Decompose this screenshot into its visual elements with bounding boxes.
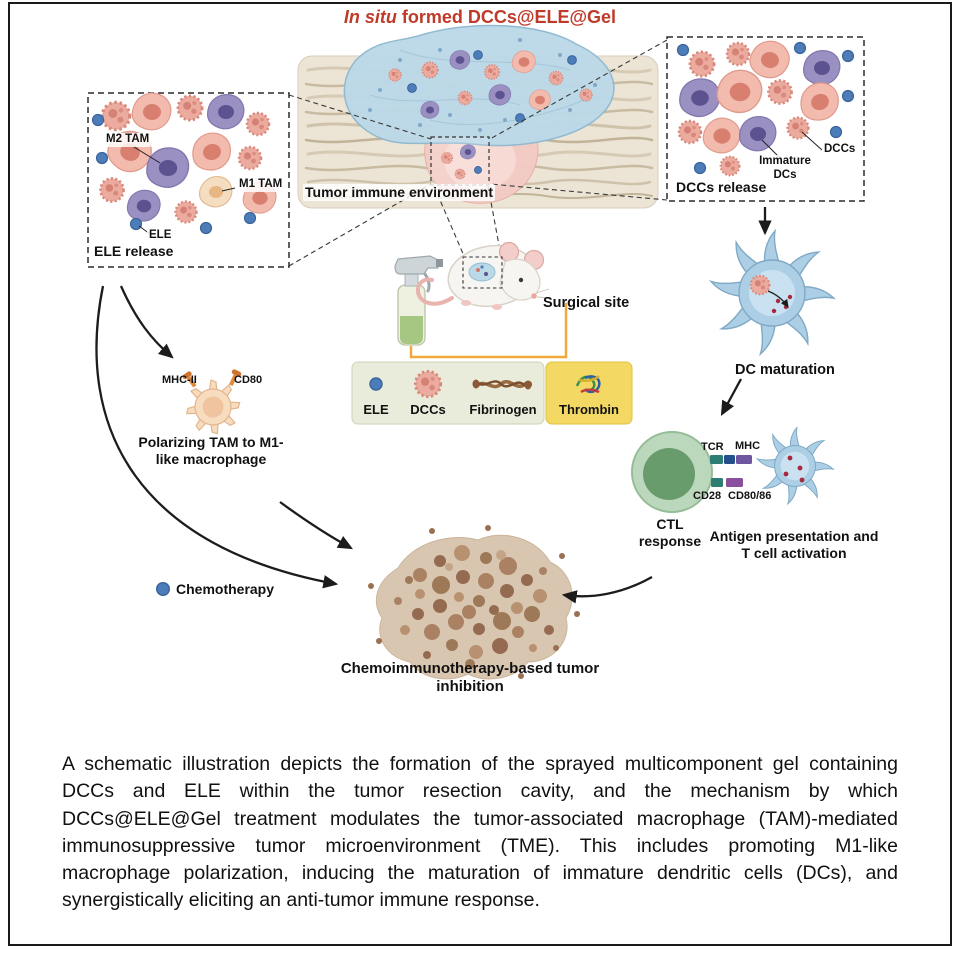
tumor-mass-illustration <box>368 525 580 680</box>
mouse-illustration <box>415 241 551 310</box>
title-rest: formed DCCs@ELE@Gel <box>396 7 617 27</box>
gel-blob-illustration <box>343 24 615 147</box>
title-italic: In situ <box>343 7 397 27</box>
fibrinogen-icon <box>472 379 532 390</box>
illustration-canvas <box>87 24 865 680</box>
dendritic-cell-illustration <box>710 231 835 355</box>
tumor-zoom-rect <box>430 136 490 186</box>
ele-release-box-art <box>87 92 290 268</box>
figure-title: In situ formed DCCs@ELE@Gel <box>0 7 960 28</box>
antigen-dc-illustration <box>756 428 833 505</box>
thrombin-icon <box>575 375 601 394</box>
spray-bottle-illustration <box>394 255 443 346</box>
ctl-cell-illustration <box>631 431 713 513</box>
figure-caption: A schematic illustration depicts the for… <box>62 753 898 912</box>
flow-arrows <box>95 207 772 604</box>
receptor-bars <box>710 455 752 487</box>
m1-macrophage-illustration <box>181 368 243 435</box>
legend-strip-art <box>351 361 633 425</box>
chemotherapy-dot <box>155 581 171 597</box>
orange-connector <box>409 303 568 359</box>
dccs-release-box-art <box>666 36 865 202</box>
